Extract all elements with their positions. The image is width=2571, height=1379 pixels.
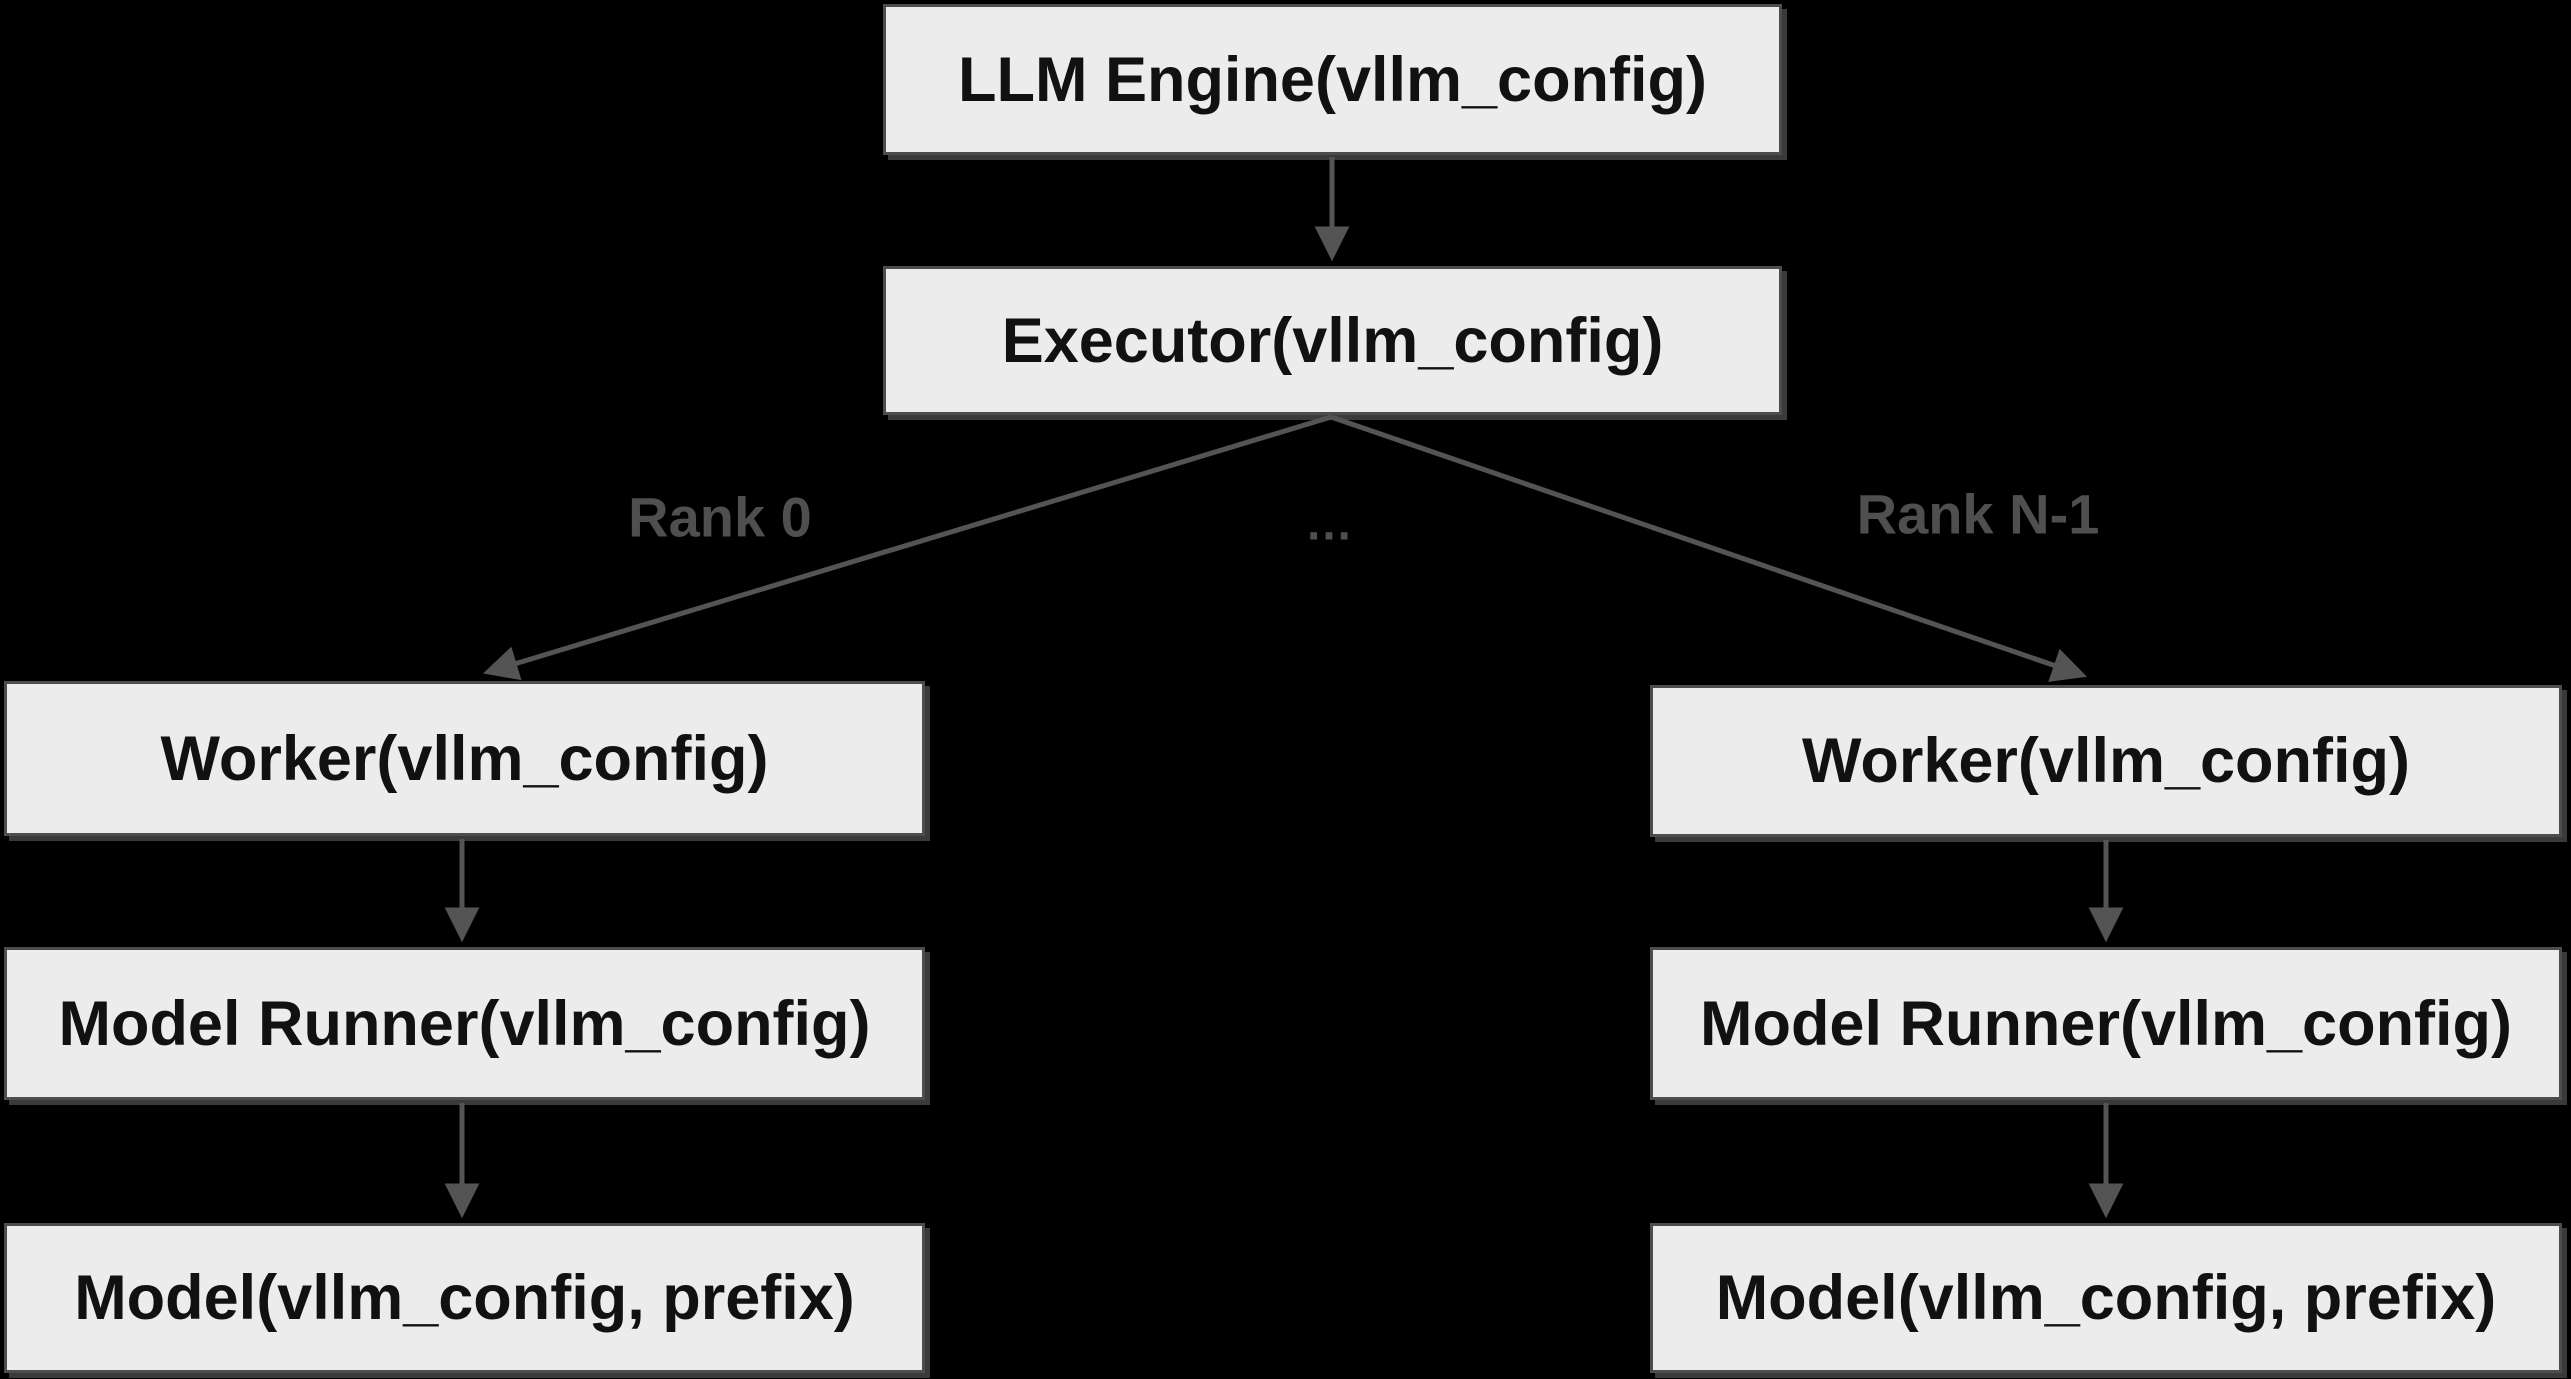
edge-label-ellipsis: … <box>1305 497 1355 551</box>
edge-label-rank-0: Rank 0 <box>628 485 812 549</box>
node-model-runner-rankN1: Model Runner(vllm_config) <box>1650 947 2562 1100</box>
edge-label-rank-n-1: Rank N-1 <box>1856 482 2100 546</box>
node-llm-engine: LLM Engine(vllm_config) <box>883 4 1782 155</box>
node-worker-rankN1: Worker(vllm_config) <box>1650 685 2562 837</box>
edge-executor-to-worker-rank0 <box>482 414 1332 681</box>
node-model-rank0: Model(vllm_config, prefix) <box>4 1223 925 1373</box>
node-worker-rank0: Worker(vllm_config) <box>4 681 925 836</box>
node-model-runner-rank0: Model Runner(vllm_config) <box>4 947 925 1100</box>
node-model-rankN1: Model(vllm_config, prefix) <box>1650 1223 2562 1373</box>
node-executor: Executor(vllm_config) <box>883 266 1782 415</box>
